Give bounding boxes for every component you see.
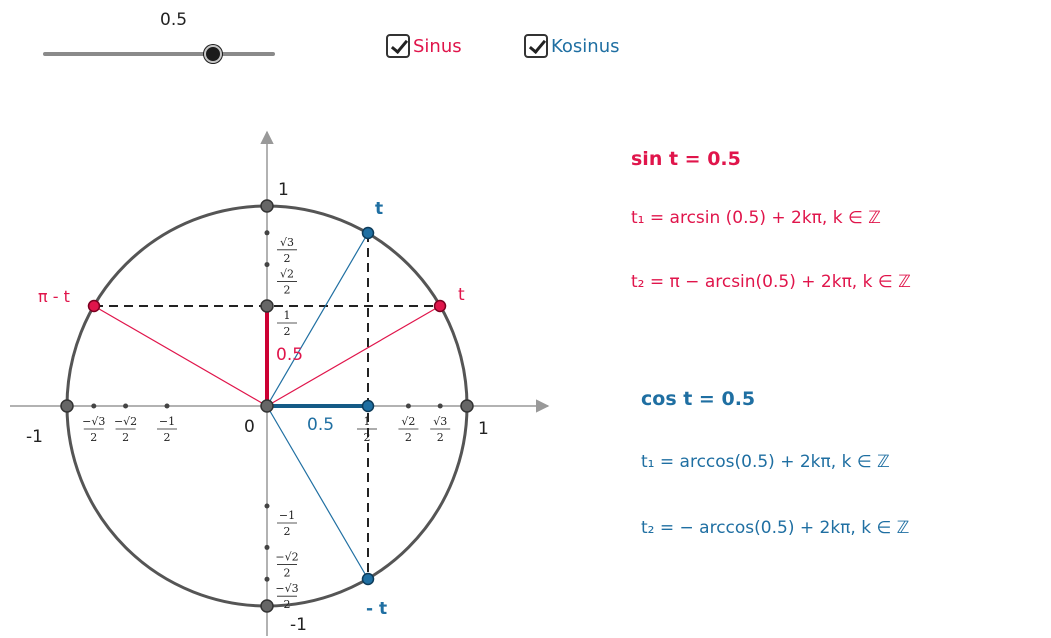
sin-solution-t2: t₂ = π − arcsin(0.5) + 2kπ, k ∈ ℤ (631, 272, 911, 292)
y-tick-label-1: √22 (277, 268, 297, 297)
sinus-check-icon[interactable] (386, 34, 410, 58)
label-t-upper: t (375, 199, 383, 219)
sin-projection-point (260, 299, 274, 313)
y-tick-label-0-denominator: 2 (284, 325, 291, 338)
x-tick-label-0: 12 (357, 415, 377, 444)
y-tick-dot-2 (264, 230, 270, 236)
x-tick-label-1: √22 (398, 415, 419, 444)
y-tick-label-2: √32 (277, 236, 297, 265)
point-t-right[interactable] (433, 299, 447, 313)
radius-to-t-right (266, 305, 441, 407)
label-origin: 0 (244, 417, 255, 437)
y-axis-tick-marks (264, 230, 270, 582)
y-axis-tick-labels: 12√22√32−12−√22−√32 (275, 236, 298, 611)
y-tick-label-3-denominator: 2 (284, 525, 291, 538)
x-tick-label-2-denominator: 2 (437, 431, 444, 444)
kosinus-checkbox-label: Kosinus (551, 35, 620, 57)
x-tick-dot-3 (164, 403, 170, 409)
x-axis-tick-labels: 12√22√32−12−√22−√32 (82, 415, 451, 444)
label-x-plus-one: 1 (478, 419, 489, 439)
radius-to-minus-t (266, 405, 369, 580)
axis-point-y-minus-one (260, 599, 274, 613)
sin-value-label: 0.5 (276, 345, 303, 365)
cos-projection-point (361, 399, 375, 413)
kosinus-check-icon[interactable] (524, 34, 548, 58)
x-tick-label-4-denominator: 2 (122, 431, 129, 444)
x-tick-label-2-numerator: √3 (433, 415, 447, 428)
axis-point-y-plus-one (260, 199, 274, 213)
cos-equation-title: cos t = 0.5 (641, 388, 756, 410)
axis-point-origin (260, 399, 274, 413)
x-tick-dot-1 (405, 403, 411, 409)
axis-point-x-minus-one (60, 399, 74, 413)
y-tick-dot-4 (264, 544, 270, 550)
x-tick-label-4-numerator: −√2 (114, 415, 137, 428)
x-tick-label-3-denominator: 2 (164, 431, 171, 444)
t-value-slider[interactable] (43, 43, 275, 65)
y-tick-label-1-denominator: 2 (284, 284, 291, 297)
y-tick-dot-1 (264, 262, 270, 268)
x-tick-label-0-numerator: 1 (364, 415, 371, 428)
y-tick-label-2-numerator: √3 (280, 236, 294, 249)
y-tick-label-5-numerator: −√3 (275, 582, 298, 595)
x-tick-label-4: −√22 (114, 415, 137, 444)
radius-to-pi-minus-t (93, 305, 268, 407)
label-pi-minus-t: π - t (38, 287, 70, 306)
slider-knob[interactable] (203, 45, 222, 63)
x-tick-label-5: −√32 (82, 415, 105, 444)
y-tick-label-5-denominator: 2 (284, 598, 291, 611)
x-tick-label-3: −12 (157, 415, 177, 444)
y-tick-label-4: −√22 (275, 550, 298, 579)
axis-point-x-plus-one (460, 399, 474, 413)
y-tick-label-5: −√32 (275, 582, 298, 611)
cos-solution-t2: t₂ = − arccos(0.5) + 2kπ, k ∈ ℤ (641, 518, 910, 538)
y-tick-label-0-numerator: 1 (284, 309, 291, 322)
y-tick-label-4-numerator: −√2 (275, 550, 298, 563)
label-y-minus-one: -1 (290, 615, 307, 635)
sinus-checkbox-label: Sinus (413, 35, 462, 57)
cos-solution-t1: t₁ = arccos(0.5) + 2kπ, k ∈ ℤ (641, 452, 890, 472)
x-tick-label-5-numerator: −√3 (82, 415, 105, 428)
slider-value-label: 0.5 (160, 10, 188, 30)
point-t-upper[interactable] (361, 226, 375, 240)
y-tick-label-3: −12 (277, 509, 297, 538)
label-t-right: t (458, 285, 465, 305)
point-pi-minus-t[interactable] (87, 299, 101, 313)
y-tick-dot-5 (264, 576, 270, 582)
sin-solution-t1: t₁ = arcsin (0.5) + 2kπ, k ∈ ℤ (631, 208, 881, 228)
x-tick-label-5-denominator: 2 (90, 431, 97, 444)
y-tick-label-3-numerator: −1 (279, 509, 295, 522)
y-tick-label-4-denominator: 2 (284, 566, 291, 579)
x-tick-label-1-numerator: √2 (401, 415, 415, 428)
x-tick-label-0-denominator: 2 (364, 431, 371, 444)
slider-track[interactable] (43, 52, 275, 56)
y-tick-label-0: 12 (277, 309, 297, 338)
sinus-checkbox[interactable]: Sinus (386, 34, 462, 58)
kosinus-checkbox[interactable]: Kosinus (524, 34, 620, 58)
x-tick-dot-5 (91, 403, 97, 409)
cos-value-label: 0.5 (307, 415, 334, 435)
sin-equation-title: sin t = 0.5 (631, 148, 741, 170)
x-tick-label-1-denominator: 2 (405, 431, 412, 444)
y-tick-dot-3 (264, 503, 270, 509)
y-tick-label-2-denominator: 2 (284, 252, 291, 265)
label-minus-t: - t (366, 599, 387, 619)
point-minus-t[interactable] (361, 572, 375, 586)
x-tick-dot-2 (437, 403, 443, 409)
y-tick-label-1-numerator: √2 (280, 268, 294, 281)
label-y-plus-one: 1 (278, 180, 289, 200)
x-tick-dot-4 (123, 403, 129, 409)
label-x-minus-one: -1 (26, 427, 43, 447)
x-tick-label-2: √32 (430, 415, 451, 444)
x-axis-tick-marks (91, 403, 443, 409)
radius-to-t-upper (266, 232, 369, 407)
x-tick-label-3-numerator: −1 (159, 415, 175, 428)
